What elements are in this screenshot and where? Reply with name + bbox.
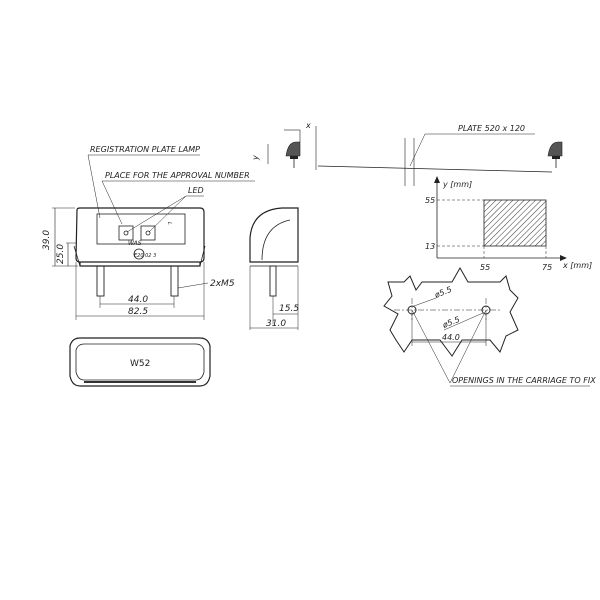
hole-right-diameter: ø5.5 [440, 315, 461, 330]
mini-lamp-left [285, 141, 301, 157]
plate-label-leader [409, 133, 426, 167]
lamp-left-flank [73, 245, 81, 267]
graph-x-tick-75: 75 [542, 263, 552, 272]
bolt-right [170, 265, 179, 297]
bolt-left [96, 265, 105, 297]
led-right [145, 230, 151, 236]
side-view: 15.5 31.0 [249, 207, 299, 330]
graph-x-arrow [560, 255, 567, 261]
lamp-body [75, 207, 205, 263]
openings-leader-right [449, 309, 487, 384]
led-module-right [140, 225, 156, 241]
hole-left-leader [413, 297, 437, 307]
bolt-spec: 2xM5 [210, 279, 235, 289]
graph-y-tick-13: 13 [425, 242, 435, 251]
plate-label: PLATE 520 x 120 [458, 124, 525, 133]
model-label: W52 [130, 359, 150, 369]
axis-y-label: y [251, 155, 260, 161]
lamp-right-flank [199, 245, 206, 267]
label-led: LED [188, 186, 204, 195]
leader-approval [101, 180, 123, 225]
leader-led-2 [148, 195, 187, 233]
plate-view: PLATE 520 x 120 [317, 124, 563, 186]
label-registration-plate-lamp: REGISTRATION PLATE LAMP [90, 145, 200, 154]
carriage-outline [383, 266, 519, 357]
graph-x-tick-55: 55 [480, 263, 490, 272]
openings-label: OPENINGS IN THE CARRIAGE TO FIX [452, 376, 596, 385]
label-place-for-approval: PLACE FOR THE APPROVAL NUMBER [105, 171, 250, 180]
graph-y-tick-55: 55 [425, 196, 435, 205]
front-view-callouts: REGISTRATION PLATE LAMP PLACE FOR THE AP… [87, 145, 255, 233]
front-view: WAS E20 02 3 L 39.0 25.0 44.0 82.5 2xM5 [42, 207, 235, 320]
dim-44: 44.0 [128, 295, 148, 305]
dim-82: 82.5 [128, 307, 148, 317]
axis-x-label: x [305, 121, 311, 130]
bottom-inner [75, 343, 205, 381]
side-body [249, 207, 299, 263]
hole-left-diameter: ø5.5 [432, 285, 453, 300]
graph-y-label: y [mm] [442, 180, 472, 189]
stamp-was: WAS [128, 240, 142, 247]
mini-lamp-right [547, 141, 563, 157]
side-lens-curve [261, 219, 291, 261]
led-left [123, 230, 129, 236]
led-module-left [118, 225, 134, 241]
hole-right-leader [443, 312, 484, 331]
dim-15: 15.5 [279, 304, 299, 314]
openings-leader-left [411, 309, 451, 384]
lamp-base [79, 262, 201, 267]
plate-line [317, 165, 553, 173]
mini-lamp-left-base [290, 156, 298, 159]
graph-zone [483, 199, 547, 247]
dim-31: 31.0 [266, 319, 286, 329]
bolt-leader [177, 282, 209, 289]
dim-39: 39.0 [42, 230, 52, 250]
stamp-side-text: L [166, 222, 172, 225]
dim-25: 25.0 [56, 244, 66, 264]
stamp-code: E20 02 3 [134, 253, 156, 259]
leader-led-1 [126, 195, 187, 233]
visibility-graph: y [mm] x [mm] 55 13 55 75 [425, 176, 592, 272]
lamp-window [96, 213, 186, 245]
leader-registration [87, 154, 101, 219]
mounting-axis-view: x y [251, 121, 317, 170]
mounting-holes-view: ø5.5 ø5.5 44.0 OPENINGS IN THE CARRIAGE … [383, 266, 596, 387]
mini-lamp-right-base [552, 156, 560, 159]
graph-y-arrow [434, 176, 440, 183]
bottom-outer [69, 337, 211, 387]
hole-spacing: 44.0 [442, 333, 460, 342]
approval-stamp-circle [133, 248, 145, 260]
side-bolt [269, 265, 277, 297]
bottom-view: W52 [69, 337, 211, 387]
graph-x-label: x [mm] [562, 261, 592, 270]
